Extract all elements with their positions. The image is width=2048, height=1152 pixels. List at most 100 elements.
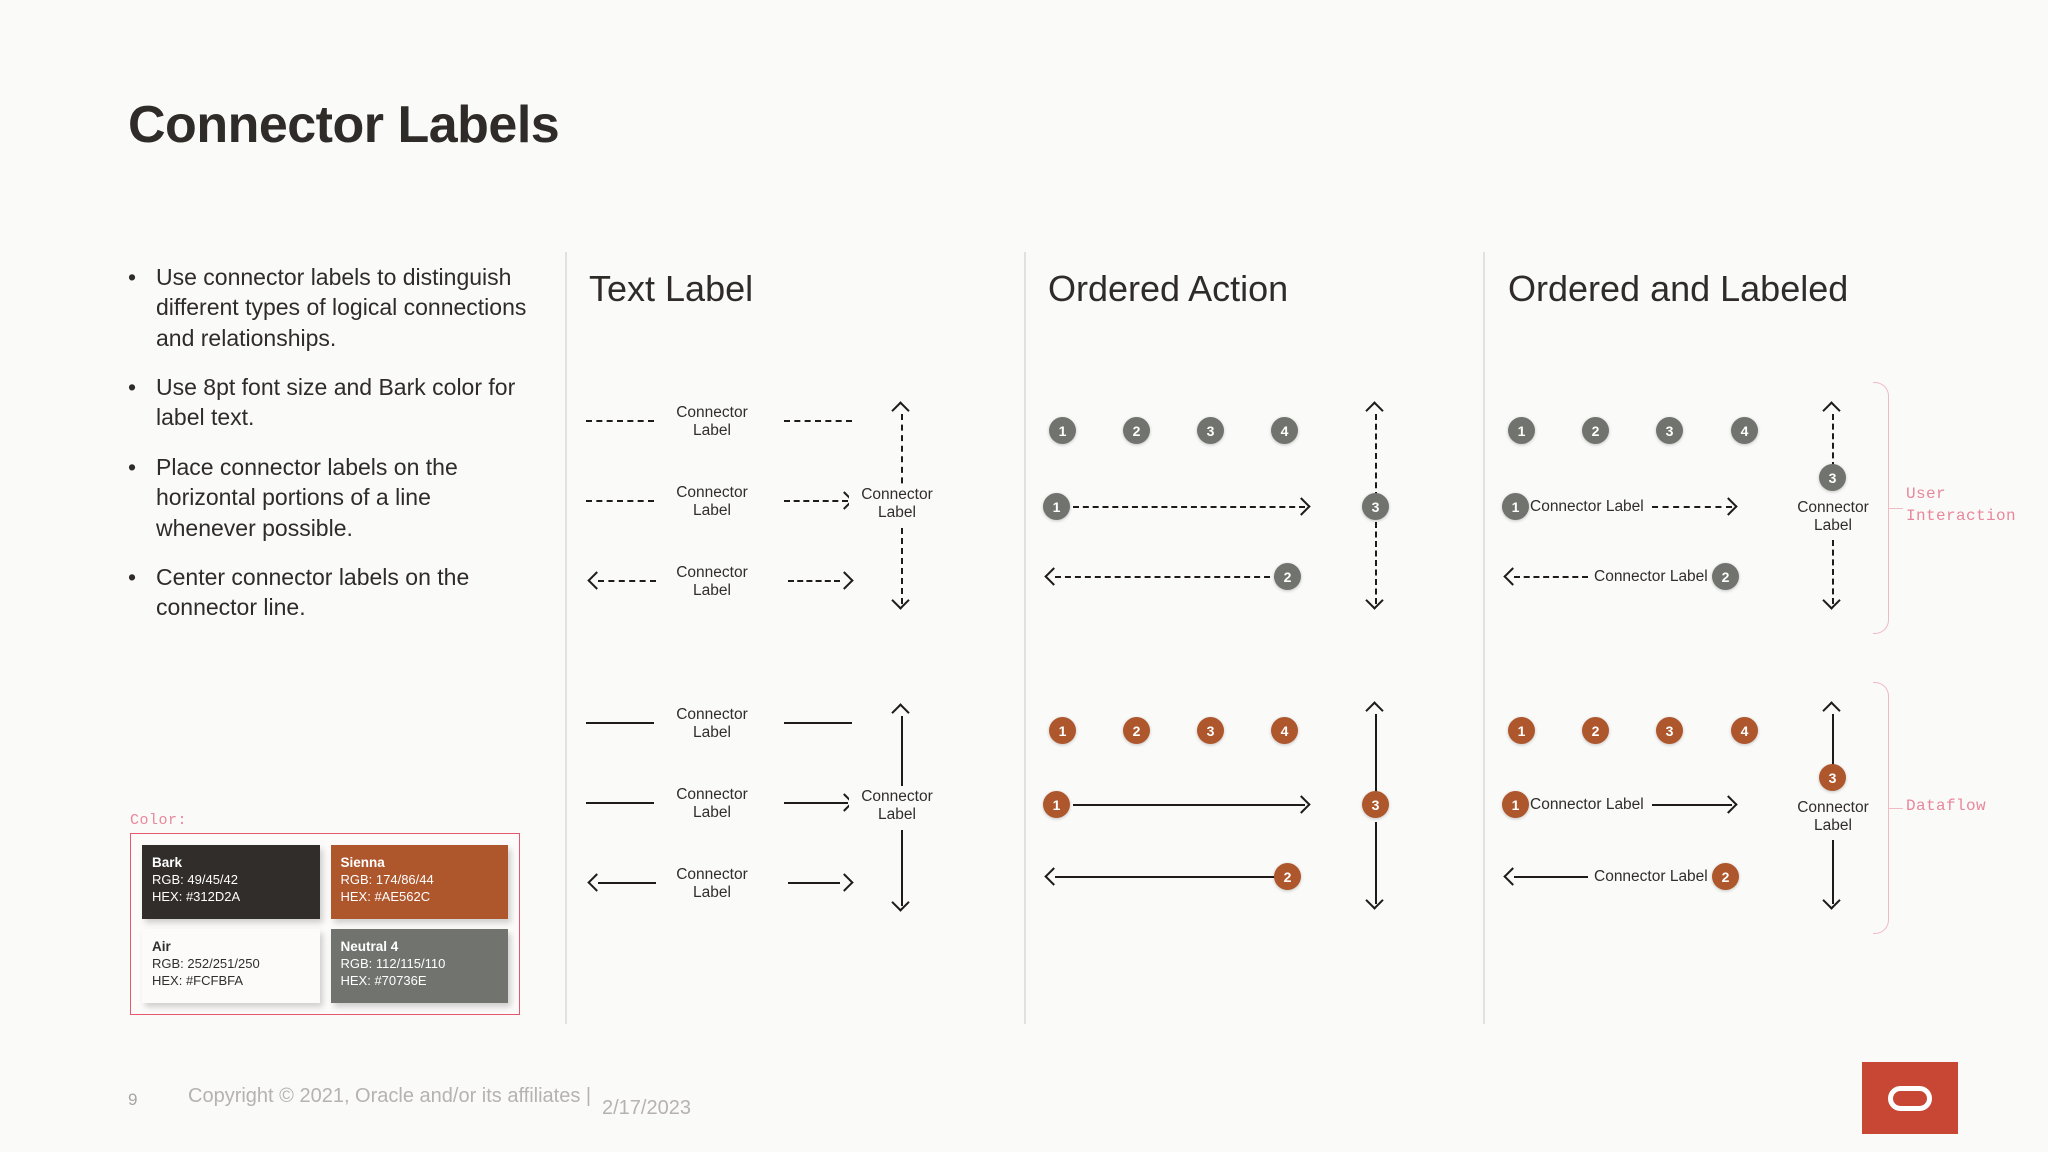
list-item: • Use 8pt font size and Bark color for l… xyxy=(128,372,528,433)
annotation-line-1: Dataflow xyxy=(1906,797,1987,815)
order-badge: 3 xyxy=(1656,717,1683,744)
connector-line-dashed xyxy=(1055,576,1280,578)
color-legend: Color: Bark RGB: 49/45/42 HEX: #312D2A S… xyxy=(130,812,520,1015)
annotation-line-2: Interaction xyxy=(1906,506,2017,525)
order-badge: 2 xyxy=(1712,563,1739,590)
order-badge: 2 xyxy=(1712,863,1739,890)
connector-line-dashed xyxy=(586,420,654,422)
connector-line-solid xyxy=(1055,876,1280,878)
connector-line-solid xyxy=(586,802,654,804)
bullet-marker-icon: • xyxy=(128,453,137,480)
connector-label: Connector Label xyxy=(1530,498,1644,515)
color-legend-title: Color: xyxy=(130,812,188,829)
arrow-head-down-icon xyxy=(1822,591,1841,610)
connector-line-solid-vertical xyxy=(1375,714,1377,798)
connector-label: Connector Label xyxy=(1594,868,1708,885)
arrow-head-right-icon xyxy=(1719,497,1738,516)
bullet-list: • Use connector labels to distinguish di… xyxy=(128,262,528,642)
connector-label: Connector Label xyxy=(849,786,945,826)
connector-line-dashed-vertical xyxy=(1832,540,1834,604)
connector-label: Connector Label xyxy=(676,564,748,599)
connector-line-solid xyxy=(598,882,656,884)
swatch-name: Air xyxy=(152,939,171,954)
connector-label: Connector Label xyxy=(1785,797,1881,837)
color-swatch-air: Air RGB: 252/251/250 HEX: #FCFBFA xyxy=(142,929,320,1003)
order-badge: 1 xyxy=(1502,791,1529,818)
annotation-bracket xyxy=(1873,682,1889,934)
connector-label: Connector Label xyxy=(676,404,748,439)
list-item-text: Place connector labels on the horizontal… xyxy=(156,453,458,541)
order-badge: 3 xyxy=(1819,764,1846,791)
bullet-marker-icon: • xyxy=(128,264,137,290)
slide-date: 2/17/2023 xyxy=(602,1097,691,1119)
list-item: • Center connector labels on the connect… xyxy=(128,562,528,623)
column-divider xyxy=(1483,252,1485,1024)
order-badge: 1 xyxy=(1043,791,1070,818)
connector-line-dashed xyxy=(1073,506,1305,508)
connector-label: Connector Label xyxy=(1530,796,1644,813)
copyright-text: Copyright © 2021, Oracle and/or its affi… xyxy=(188,1085,592,1107)
color-swatch-bark: Bark RGB: 49/45/42 HEX: #312D2A xyxy=(142,845,320,919)
arrow-head-right-icon xyxy=(1719,795,1738,814)
order-badge: 1 xyxy=(1043,493,1070,520)
order-badge: 4 xyxy=(1271,417,1298,444)
list-item-text: Center connector labels on the connector… xyxy=(156,563,470,621)
order-badge: 2 xyxy=(1123,417,1150,444)
connector-line-solid xyxy=(586,722,654,724)
order-badge: 2 xyxy=(1582,417,1609,444)
swatch-hex: HEX: #70736E xyxy=(340,972,427,988)
connector-line-dashed xyxy=(784,420,852,422)
order-badge: 3 xyxy=(1819,464,1846,491)
arrow-head-down-icon xyxy=(1822,891,1841,910)
list-item-text: Use 8pt font size and Bark color for lab… xyxy=(156,374,516,431)
arrow-head-down-icon xyxy=(891,893,910,912)
arrow-head-right-icon xyxy=(835,571,854,590)
connector-label: Connector Label xyxy=(676,484,748,519)
connector-line-solid xyxy=(784,802,848,804)
swatch-hex: HEX: #AE562C xyxy=(340,888,431,904)
list-item: • Use connector labels to distinguish di… xyxy=(128,262,528,353)
annotation-label-user-interaction: User Interaction xyxy=(1906,484,2036,527)
annotation-bracket xyxy=(1873,382,1889,634)
swatch-hex: HEX: #FCFBFA xyxy=(152,972,244,988)
connector-line-dashed xyxy=(788,580,840,582)
swatch-rgb: RGB: 252/251/250 xyxy=(152,956,260,972)
connector-line-solid xyxy=(1514,876,1588,878)
connector-label: Connector Label xyxy=(1594,568,1708,585)
order-badge: 2 xyxy=(1582,717,1609,744)
annotation-line-1: User xyxy=(1906,485,1947,503)
color-swatch-sienna: Sienna RGB: 174/86/44 HEX: #AE562C xyxy=(330,845,508,919)
bullet-marker-icon: • xyxy=(128,374,137,401)
swatch-name: Sienna xyxy=(340,855,385,870)
annotation-label-dataflow: Dataflow xyxy=(1906,796,2036,818)
column-heading-ordered-action: Ordered Action xyxy=(1048,268,1289,309)
order-badge: 1 xyxy=(1049,417,1076,444)
swatch-name: Neutral 4 xyxy=(340,939,399,954)
connector-label: Connector Label xyxy=(849,484,945,524)
order-badge: 2 xyxy=(1123,717,1150,744)
connector-line-solid xyxy=(1652,804,1732,806)
connector-line-dashed xyxy=(598,580,656,582)
oracle-o-icon xyxy=(1888,1085,1932,1111)
order-badge: 1 xyxy=(1508,717,1535,744)
connector-line-solid-vertical xyxy=(1832,840,1834,904)
color-swatch-neutral4: Neutral 4 RGB: 112/115/110 HEX: #70736E xyxy=(330,929,508,1003)
annotation-tick xyxy=(1889,508,1903,509)
order-badge: 3 xyxy=(1197,717,1224,744)
order-badge: 1 xyxy=(1502,493,1529,520)
connector-line-solid-vertical xyxy=(1832,714,1834,768)
swatch-name: Bark xyxy=(152,855,183,870)
order-badge: 1 xyxy=(1049,717,1076,744)
connector-label: Connector Label xyxy=(1785,497,1881,537)
connector-line-dashed xyxy=(586,500,654,502)
connector-line-solid xyxy=(784,722,852,724)
arrow-head-right-icon xyxy=(1292,795,1311,814)
order-badge: 4 xyxy=(1731,417,1758,444)
annotation-tick xyxy=(1889,808,1903,809)
connector-line-solid-vertical xyxy=(1375,822,1377,904)
order-badge: 3 xyxy=(1362,493,1389,520)
connector-label: Connector Label xyxy=(676,706,748,741)
connector-line-dashed-vertical xyxy=(1375,522,1377,604)
connector-label: Connector Label xyxy=(676,866,748,901)
